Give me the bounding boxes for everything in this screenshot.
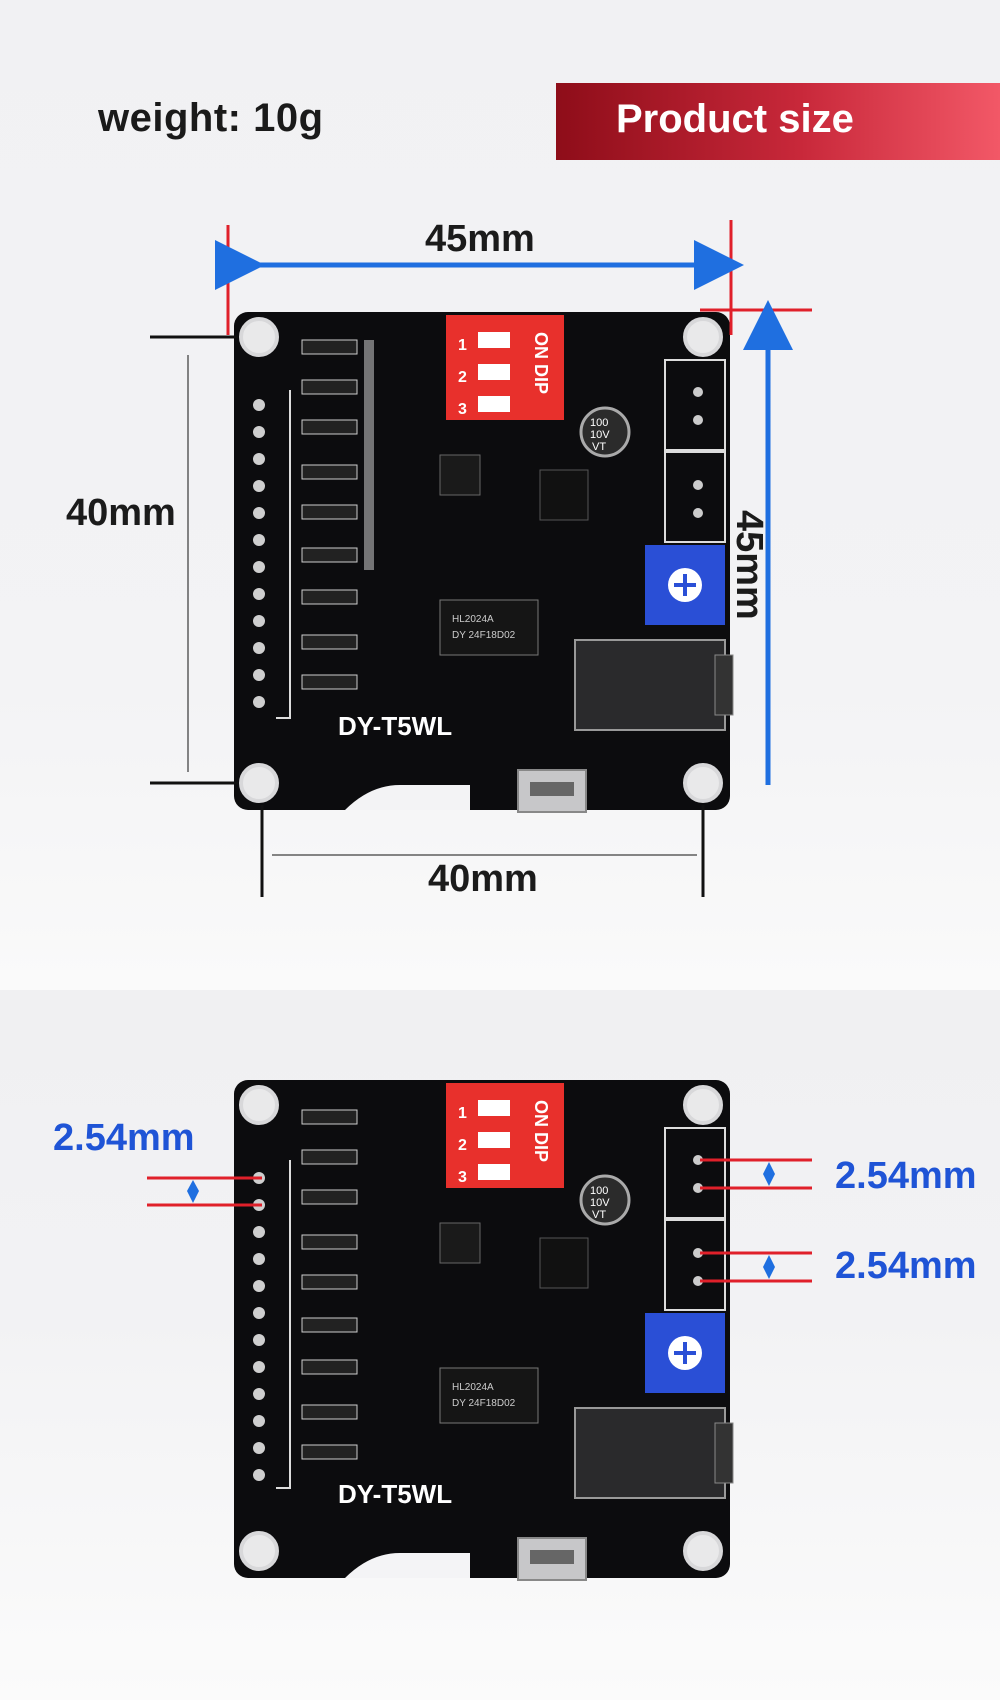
svg-text:HL2024A: HL2024A	[452, 614, 494, 625]
audio-jack	[574, 639, 734, 731]
speaker-terminal	[664, 359, 726, 451]
svg-text:VT: VT	[592, 1209, 606, 1221]
main-ic-chip: HL2024A DY 24F18D02	[439, 599, 539, 656]
svg-text:10V: 10V	[590, 429, 610, 441]
transistor	[439, 454, 481, 496]
amplifier-ic	[539, 469, 589, 521]
dip-switch-bottom: 1 2 3 ON DIP	[446, 1083, 564, 1188]
svg-text:3: 3	[458, 1169, 467, 1186]
height-dimension-label: 45mm	[728, 510, 770, 620]
dip-label: ON DIP	[531, 332, 551, 394]
micro-usb-port	[517, 769, 587, 813]
pitch-left-label: 2.54mm	[53, 1117, 195, 1159]
potentiometer	[645, 545, 725, 625]
product-size-banner: Product size	[556, 83, 1000, 160]
board-model-label: DY-T5WL	[338, 711, 452, 741]
dip-number: 2	[458, 369, 467, 386]
svg-text:1: 1	[458, 1105, 467, 1122]
svg-text:DY 24F18D02: DY 24F18D02	[452, 630, 516, 641]
svg-text:100: 100	[590, 417, 608, 429]
dip-number: 3	[458, 401, 467, 418]
smd-components-column	[301, 339, 374, 690]
dip-switch: 1 2 3 ON DIP	[446, 315, 564, 420]
hole-width-label: 40mm	[428, 858, 538, 900]
power-terminal	[664, 451, 726, 543]
svg-text:VT: VT	[592, 441, 606, 453]
mounting-holes	[239, 317, 723, 803]
svg-text:DY-T5WL: DY-T5WL	[338, 1479, 452, 1509]
svg-text:ON DIP: ON DIP	[531, 1100, 551, 1162]
pcb-board-top: 1 2 3 ON DIP 100 10V VT HL2024A DY 24F18…	[234, 312, 734, 813]
width-dimension-label: 45mm	[425, 218, 535, 260]
banner-title: Product size	[616, 97, 854, 141]
hole-height-label: 40mm	[66, 492, 176, 534]
pitch-right-top-label: 2.54mm	[835, 1155, 977, 1197]
dip-number: 1	[458, 337, 467, 354]
svg-text:10V: 10V	[590, 1197, 610, 1209]
electrolytic-capacitor: 100 10V VT	[579, 406, 631, 458]
svg-text:2: 2	[458, 1137, 467, 1154]
pcb-board-bottom: 1 2 3 ON DIP 100 10V VT HL2024A DY 24F18…	[234, 1080, 734, 1581]
weight-label: weight: 10g	[98, 96, 324, 140]
pin-header-left	[253, 399, 265, 708]
svg-text:DY 24F18D02: DY 24F18D02	[452, 1398, 516, 1409]
pitch-markers	[147, 1158, 812, 1283]
dimension-lines-top	[150, 220, 812, 897]
pitch-right-bottom-label: 2.54mm	[835, 1245, 977, 1287]
svg-text:HL2024A: HL2024A	[452, 1382, 494, 1393]
svg-text:100: 100	[590, 1185, 608, 1197]
